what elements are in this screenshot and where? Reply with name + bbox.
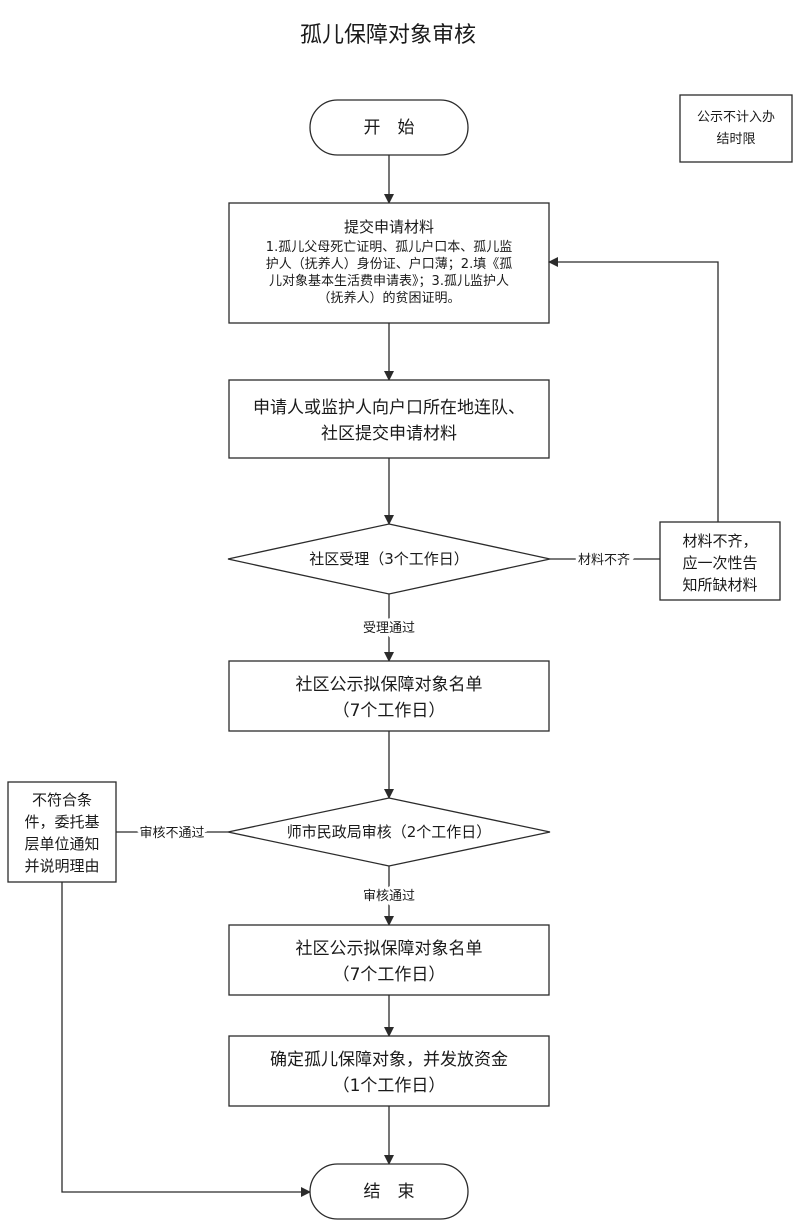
step5-line-1: 确定孤儿保障对象，并发放资金 <box>270 1050 508 1070</box>
step5-line-2: （1个工作日） <box>333 1076 446 1096</box>
step2-line-2: 社区提交申请材料 <box>321 424 457 444</box>
step1-heading: 提交申请材料 <box>344 218 434 236</box>
step1-line-1: 1.孤儿父母死亡证明、孤儿户口本、孤儿监 <box>266 239 512 255</box>
decision2-label: 师市民政局审核（2个工作日） <box>287 823 492 841</box>
reject-incomplete-box: 材料不齐， 应一次性告 知所缺材料 <box>659 521 781 601</box>
pass2-label: 审核通过 <box>363 889 415 904</box>
start-label: 开 始 <box>364 118 415 138</box>
reject2-box-line-2: 件，委托基 <box>24 813 99 831</box>
arrow-reject1-back-to-step1 <box>548 257 719 522</box>
step-apply-to-community: 申请人或监护人向户口所在地连队、 社区提交申请材料 <box>228 379 550 459</box>
page-title: 孤儿保障对象审核 <box>300 23 476 48</box>
step1-line-3: 儿对象基本生活费申请表》；3.孤儿监护人 <box>269 274 509 289</box>
note-box: 公示不计入办 结时限 <box>679 94 793 163</box>
pass1-label: 受理通过 <box>363 621 415 636</box>
step3-line-1: 社区公示拟保障对象名单 <box>296 675 483 695</box>
start-terminal: 开 始 <box>309 99 469 156</box>
reject1-label: 材料不齐 <box>578 552 630 568</box>
reject1-box-line-3: 知所缺材料 <box>682 576 757 594</box>
arrow-reject2-to-end <box>61 882 311 1197</box>
decision1-label: 社区受理（3个工作日） <box>309 550 469 568</box>
step1-line-2: 护人（抚养人）身份证、户口薄；2.填《孤 <box>266 256 512 272</box>
reject2-box-line-3: 层单位通知 <box>24 835 99 853</box>
step4-line-1: 社区公示拟保障对象名单 <box>296 939 483 959</box>
reject-not-qualified-box: 不符合条 件，委托基 层单位通知 并说明理由 <box>7 781 117 883</box>
step-confirm-and-fund: 确定孤儿保障对象，并发放资金 （1个工作日） <box>228 1035 550 1107</box>
reject2-box-line-1: 不符合条 <box>32 791 92 809</box>
decision-civil-affairs-review: 师市民政局审核（2个工作日） <box>227 797 551 867</box>
step-submit-materials: 提交申请材料 1.孤儿父母死亡证明、孤儿户口本、孤儿监 护人（抚养人）身份证、户… <box>228 202 550 324</box>
end-label: 结 束 <box>364 1182 415 1202</box>
step2-line-1: 申请人或监护人向户口所在地连队、 <box>253 398 525 418</box>
note-line-2: 结时限 <box>716 132 755 147</box>
note-line-1: 公示不计入办 <box>697 110 775 125</box>
decision-community-acceptance: 社区受理（3个工作日） <box>227 523 551 595</box>
step-publicize-list-2: 社区公示拟保障对象名单 （7个工作日） <box>228 924 550 996</box>
reject1-box-line-2: 应一次性告 <box>682 554 757 572</box>
reject1-box-line-1: 材料不齐， <box>682 532 757 550</box>
step1-line-4: （抚养人）的贫困证明。 <box>317 290 460 306</box>
reject2-box-line-4: 并说明理由 <box>24 857 99 875</box>
step-publicize-list-1: 社区公示拟保障对象名单 （7个工作日） <box>228 660 550 732</box>
end-terminal: 结 束 <box>309 1163 469 1220</box>
step3-line-2: （7个工作日） <box>333 701 446 721</box>
reject2-label: 审核不通过 <box>139 826 204 841</box>
step4-line-2: （7个工作日） <box>333 965 446 985</box>
